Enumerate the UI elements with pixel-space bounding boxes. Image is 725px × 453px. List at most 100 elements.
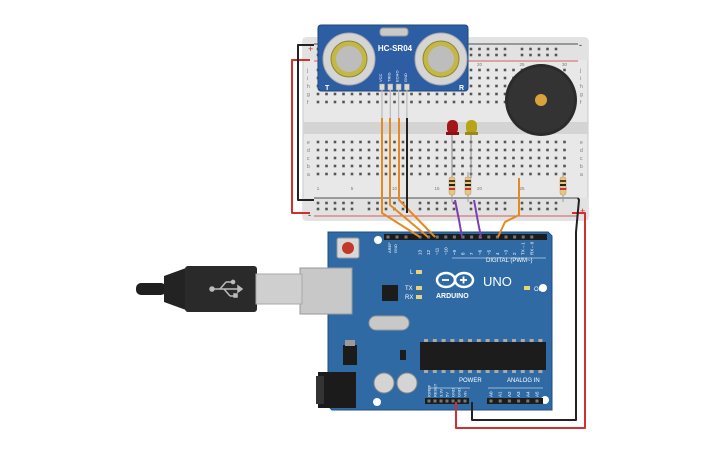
wire-black-gnd-arduino[interactable] [471, 197, 580, 421]
breadboard-hole [401, 100, 405, 104]
power-pin-socket[interactable] [457, 399, 461, 403]
breadboard-hole [486, 164, 490, 168]
digital-pin-label: ~9 [452, 249, 457, 255]
row-label: g [580, 92, 583, 98]
breadboard-hole [359, 156, 362, 160]
power-pin-socket[interactable] [463, 399, 467, 403]
on-led-indicator [524, 286, 530, 290]
breadboard-hole [469, 84, 473, 88]
breadboard-hole [333, 92, 337, 96]
rail-hole [529, 53, 532, 57]
piezo-buzzer[interactable] [505, 64, 577, 136]
breadboard-hole [554, 172, 558, 176]
breadboard-hole [554, 156, 558, 160]
digital-header [384, 234, 547, 240]
rail-plus-label-bottom: + [580, 206, 585, 216]
breadboard-hole [461, 100, 464, 104]
digital-pin-socket[interactable] [427, 235, 431, 239]
capacitor-1 [373, 372, 395, 394]
breadboard-hole [316, 92, 320, 96]
breadboard-hole [325, 140, 328, 144]
analog-pin-socket[interactable] [489, 399, 493, 403]
digital-pin-socket[interactable] [461, 235, 465, 239]
breadboard-hole [461, 148, 464, 152]
row-label: a [580, 172, 583, 178]
digital-pin-label: 13 [418, 249, 423, 255]
wire-purple-led2[interactable] [473, 199, 482, 238]
power-pin-socket[interactable] [433, 399, 437, 403]
usb-cable-cord [136, 283, 166, 295]
analog-pin-socket[interactable] [498, 399, 502, 403]
analog-pin-socket[interactable] [507, 399, 511, 403]
breadboard-hole [342, 100, 345, 104]
rail-hole [537, 201, 541, 205]
breadboard-hole [418, 148, 422, 152]
wire-red-5v[interactable] [455, 212, 586, 429]
digital-pin-socket[interactable] [452, 235, 456, 239]
digital-pin-socket[interactable] [487, 235, 491, 239]
wire-purple-led1[interactable] [454, 199, 463, 238]
resistor-3[interactable] [559, 172, 567, 202]
breadboard-hole [486, 148, 490, 152]
rail-hole [427, 201, 430, 205]
resistor-2[interactable] [464, 172, 472, 202]
digital-pin-socket[interactable] [521, 235, 525, 239]
header-pin-socket[interactable] [404, 235, 408, 239]
breadboard-hole [393, 92, 396, 96]
led-yellow-body [466, 120, 477, 134]
resistor-1[interactable] [448, 172, 456, 202]
power-pin-socket[interactable] [439, 399, 443, 403]
usb-cable[interactable] [136, 266, 303, 312]
led-red[interactable] [446, 120, 459, 178]
breadboard-hole [393, 100, 396, 104]
header-pin-socket[interactable] [386, 235, 390, 239]
breadboard-hole [444, 164, 447, 168]
digital-pin-socket[interactable] [495, 235, 499, 239]
breadboard-hole [495, 84, 498, 88]
digital-pin-socket[interactable] [444, 235, 448, 239]
digital-pin-socket[interactable] [504, 235, 508, 239]
breadboard-hole [342, 92, 345, 96]
header-pin-socket[interactable] [395, 235, 399, 239]
power-pin-socket[interactable] [427, 399, 431, 403]
breadboard-hole [495, 92, 498, 96]
breadboard-hole [410, 164, 413, 168]
reset-button[interactable] [342, 242, 354, 254]
analog-pin-socket[interactable] [517, 399, 521, 403]
sensor-pin-label: ECHO [395, 70, 400, 82]
breadboard-hole [512, 68, 515, 72]
chip-pin [503, 370, 508, 373]
analog-pin-socket[interactable] [535, 399, 539, 403]
power-pin-socket[interactable] [451, 399, 455, 403]
breadboard-hole [520, 156, 524, 160]
wire-red-left-rail[interactable] [291, 59, 310, 214]
digital-pin-socket[interactable] [435, 235, 439, 239]
wire-black-left-rail[interactable] [297, 44, 314, 201]
breadboard-hole [529, 164, 532, 168]
breadboard-hole [393, 172, 396, 176]
power-pin-socket[interactable] [445, 399, 449, 403]
dc-jack-tip [316, 376, 324, 404]
rail-hole [529, 201, 532, 205]
row-label: h [307, 84, 310, 90]
wire-orange-vcc[interactable] [381, 118, 421, 238]
rail-hole [342, 207, 345, 211]
row-label: a [307, 172, 310, 178]
wire-orange-trig[interactable] [389, 118, 429, 238]
wire-orange-buzzer[interactable] [497, 178, 520, 238]
led-yellow[interactable] [465, 120, 478, 178]
breadboard-hole [554, 140, 558, 144]
chip-pin [494, 339, 499, 342]
wire-orange-echo[interactable] [398, 118, 436, 238]
breadboard-hole [546, 140, 549, 144]
analog-pin-socket[interactable] [526, 399, 530, 403]
digital-pin-socket[interactable] [470, 235, 474, 239]
digital-pin-socket[interactable] [513, 235, 517, 239]
digital-pin-socket[interactable] [530, 235, 534, 239]
breadboard-hole [478, 156, 481, 160]
aref-label: AREF [387, 242, 392, 253]
capacitor-2 [396, 372, 418, 394]
row-label: j [579, 68, 581, 74]
